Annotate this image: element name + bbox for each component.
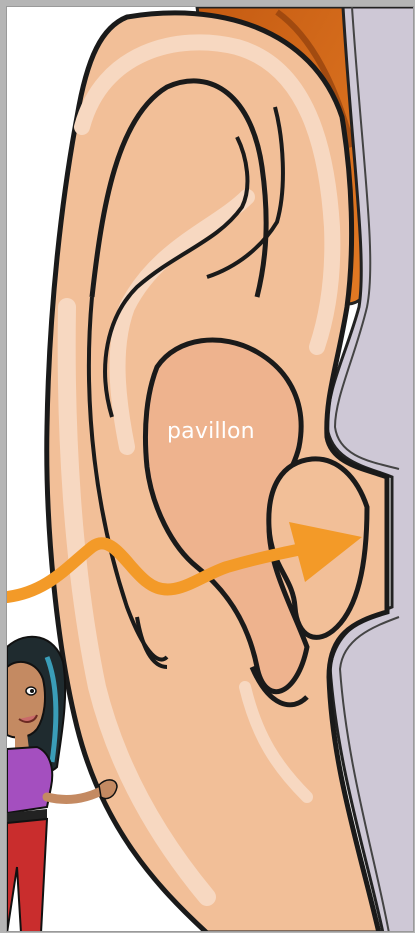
girl-arm [47, 789, 105, 799]
girl-shirt [7, 747, 52, 813]
girl-face [7, 662, 45, 738]
illustration-frame: pavillon [6, 6, 414, 932]
pavillon-label: pavillon [167, 419, 255, 444]
ear-illustration [7, 7, 414, 932]
girl-neck [15, 733, 29, 749]
girl-pupil [30, 689, 34, 693]
girl-pants [7, 819, 47, 932]
